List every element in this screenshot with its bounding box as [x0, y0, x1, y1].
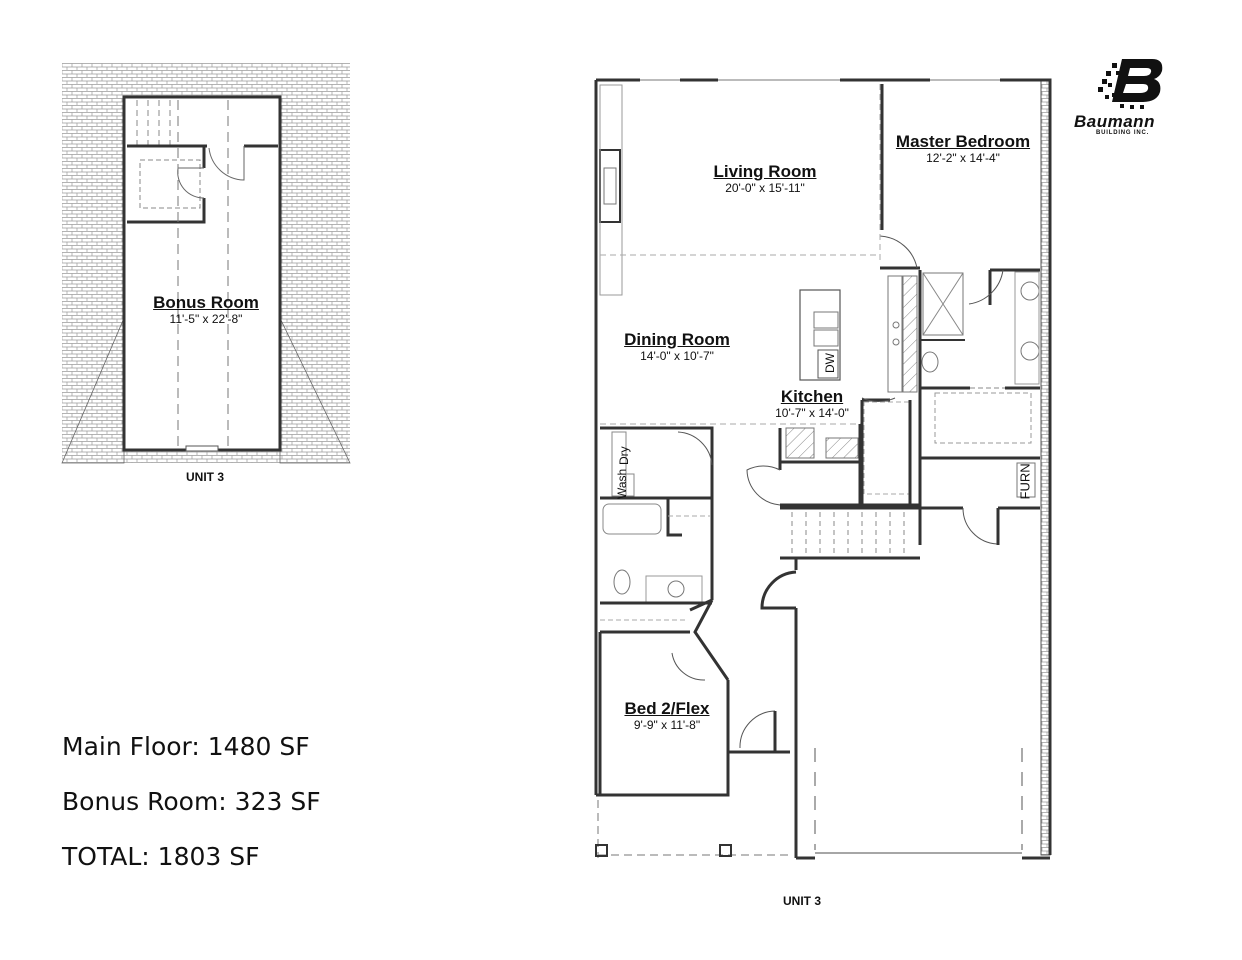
room-name: Living Room [713, 162, 817, 181]
room-label-bonus-room: Bonus Room 11'-5" x 22'-8" [124, 293, 288, 326]
room-dims: 10'-7" x 14'-0" [775, 406, 849, 420]
room-name: Master Bedroom [895, 132, 1031, 151]
room-name: Dining Room [624, 330, 730, 349]
room-name: Kitchen [780, 387, 844, 406]
room-label-bed-2-flex: Bed 2/Flex 9'-9" x 11'-8" [612, 699, 722, 732]
bonus-room-sf: Bonus Room: 323 SF [62, 787, 321, 816]
baumann-logo: Baumann BUILDING INC. [1072, 55, 1192, 140]
bonus-floor-plan [61, 63, 351, 464]
dryer-label: Dry [617, 446, 631, 465]
room-dims: 14'-0" x 10'-7" [640, 349, 714, 363]
room-label-kitchen: Kitchen 10'-7" x 14'-0" [762, 387, 862, 420]
logo-subtitle: BUILDING INC. [1096, 130, 1150, 136]
room-name: Bed 2/Flex [624, 699, 710, 718]
total-sf: TOTAL: 1803 SF [62, 842, 260, 871]
bonus-floor-unit-label: UNIT 3 [186, 470, 225, 484]
room-dims: 12'-2" x 14'-4" [926, 151, 1000, 165]
room-dims: 20'-0" x 15'-11" [725, 181, 805, 195]
room-dims: 11'-5" x 22'-8" [169, 312, 243, 326]
furnace-label: FURN [1017, 463, 1033, 500]
baumann-b-mark-icon [1098, 59, 1163, 109]
room-label-master-bedroom: Master Bedroom 12'-2" x 14'-4" [885, 132, 1041, 165]
logo-wordmark: Baumann [1074, 112, 1155, 131]
room-label-living-room: Living Room 20'-0" x 15'-11" [690, 162, 840, 195]
dishwasher-label: DW [823, 353, 837, 373]
washer-label: Wash [615, 468, 629, 499]
room-dims: 9'-9" x 11'-8" [633, 718, 701, 732]
main-floor-sf: Main Floor: 1480 SF [62, 732, 310, 761]
room-name: Bonus Room [153, 293, 259, 312]
main-floor-plan [594, 78, 1052, 860]
main-floor-unit-label: UNIT 3 [783, 894, 822, 908]
room-label-dining-room: Dining Room 14'-0" x 10'-7" [612, 330, 742, 363]
